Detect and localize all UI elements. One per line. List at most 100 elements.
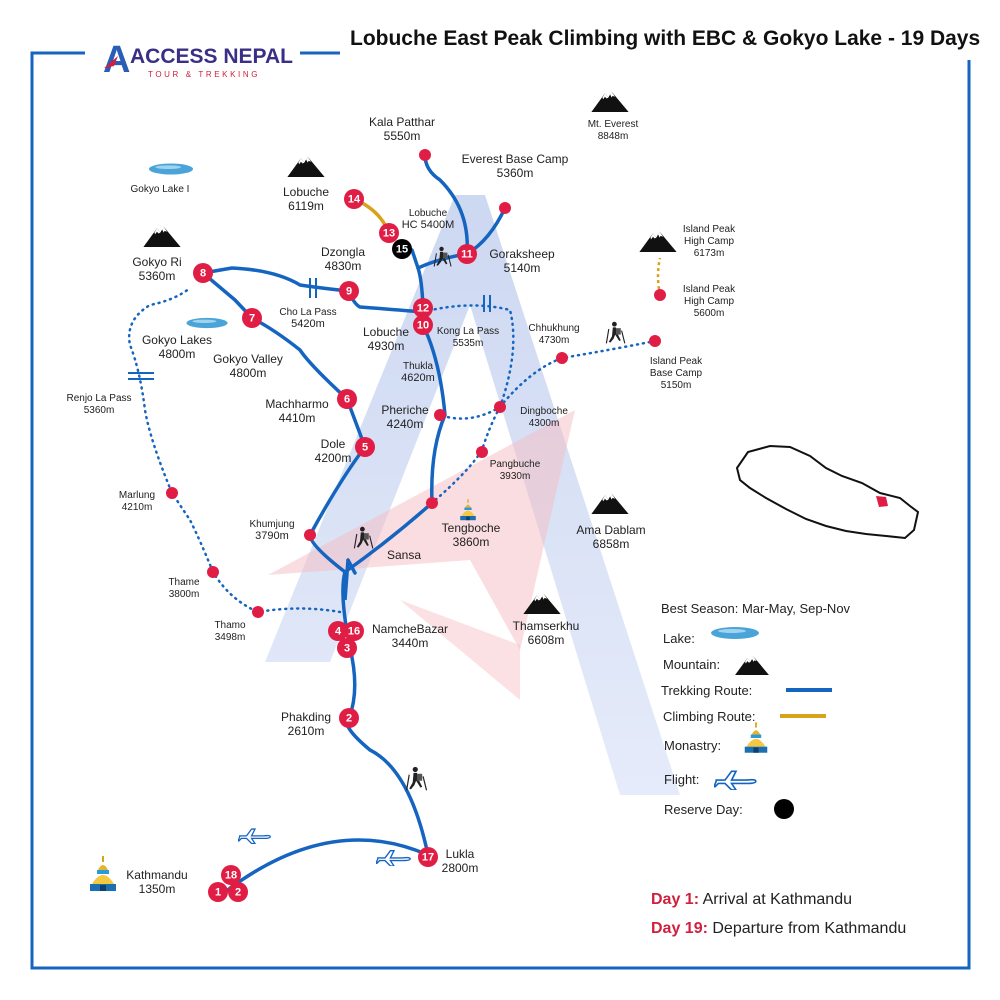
mountain-icon: [287, 156, 325, 177]
place-name: Machharmo: [265, 397, 329, 411]
route-lukla-namche: [345, 630, 430, 857]
place-altitude: 6858m: [593, 537, 630, 551]
place-name: Thamserkhu: [513, 619, 580, 633]
place-altitude: 3930m: [500, 471, 531, 482]
place-name: Lobuche: [363, 325, 409, 339]
day-number: 10: [417, 320, 429, 332]
place-name: Island Peak: [683, 224, 736, 235]
place-altitude: 3860m: [453, 535, 490, 549]
day-number: 1: [215, 887, 221, 899]
place-label-sansa: Sansa: [387, 548, 421, 562]
legend-reserve: Reserve Day:: [664, 802, 743, 817]
day-marker: 16: [344, 621, 364, 641]
place-altitude: 4240m: [387, 417, 424, 431]
lake-icon: [148, 163, 194, 175]
lake-icon: [711, 627, 759, 639]
place-altitude: 3790m: [255, 530, 289, 542]
day-number: 13: [383, 228, 395, 240]
place-name: Pheriche: [381, 403, 429, 417]
day-number: 8: [200, 268, 206, 280]
place-label-gokyo-lake-1: Gokyo Lake I: [131, 184, 190, 195]
day-marker: 2: [228, 882, 248, 902]
place-altitude: 3440m: [392, 636, 429, 650]
day-marker: 1: [208, 882, 228, 902]
day-marker: 14: [344, 189, 364, 209]
place-name: Thamo: [214, 620, 246, 631]
logo-mark: A: [103, 39, 130, 81]
brand-logo: A ACCESS NEPAL TOUR & TREKKING: [103, 39, 293, 81]
place-name: Lobuche: [283, 185, 329, 199]
place-name: Mt. Everest: [588, 119, 639, 130]
day-number: 7: [249, 313, 255, 325]
legend-lake: Lake:: [663, 631, 695, 646]
place-name: Marlung: [119, 490, 155, 501]
day-number: 11: [461, 249, 473, 261]
place-name: Tengboche: [442, 521, 501, 535]
place-altitude: 4210m: [122, 502, 153, 513]
brand-name: ACCESS NEPAL: [130, 45, 293, 68]
place-name: High Camp: [684, 296, 734, 307]
place-name: Dingboche: [520, 406, 568, 417]
place-name: Cho La Pass: [279, 307, 336, 318]
place-name: Everest Base Camp: [462, 152, 569, 166]
day-marker: 11: [457, 244, 477, 264]
day-number: 17: [422, 852, 434, 864]
day-number: 2: [346, 713, 352, 725]
place-altitude: 6173m: [694, 248, 725, 259]
place-altitude: 3800m: [169, 589, 200, 600]
flight-route: [223, 838, 430, 894]
flight-icon: [714, 770, 757, 790]
place-altitude: 4300m: [529, 418, 560, 429]
legend-climb: Climbing Route:: [663, 709, 756, 724]
stop-dots: [166, 149, 666, 618]
place-altitude: 4800m: [230, 366, 267, 380]
legend: Best Season: Mar-May, Sep-Nov Lake: Moun…: [661, 601, 851, 819]
day-marker: 2: [339, 708, 359, 728]
legend-season: Best Season: Mar-May, Sep-Nov: [661, 601, 851, 616]
place-altitude: 2800m: [442, 861, 479, 875]
place-name: Lobuche: [409, 208, 448, 219]
place-name: Pangbuche: [490, 459, 541, 470]
day-number: 12: [417, 303, 429, 315]
day-marker: 15: [392, 239, 412, 259]
day-number: 3: [344, 643, 350, 655]
place-name: Dzongla: [321, 245, 365, 259]
route-cho-la: [201, 266, 425, 314]
place-name: Gokyo Lake I: [131, 184, 190, 195]
day-marker: 10: [413, 315, 433, 335]
place-name: Ama Dablam: [576, 523, 645, 537]
day-marker: 13: [379, 223, 399, 243]
day-marker: 18: [221, 865, 241, 885]
day-number: 18: [225, 870, 237, 882]
day1-note: Day 1: Arrival at Kathmandu: [651, 891, 852, 908]
place-name: Base Camp: [650, 368, 703, 379]
climbing-route-island: [656, 257, 662, 296]
day-marker: 6: [337, 389, 357, 409]
mountain-icon: [639, 231, 677, 252]
day-marker: 17: [418, 847, 438, 867]
day-marker: 3: [337, 638, 357, 658]
day-marker: 8: [193, 263, 213, 283]
place-name: Dole: [321, 437, 346, 451]
day-marker: 9: [339, 281, 359, 301]
place-altitude: 4620m: [401, 372, 435, 384]
place-altitude: 4830m: [325, 259, 362, 273]
